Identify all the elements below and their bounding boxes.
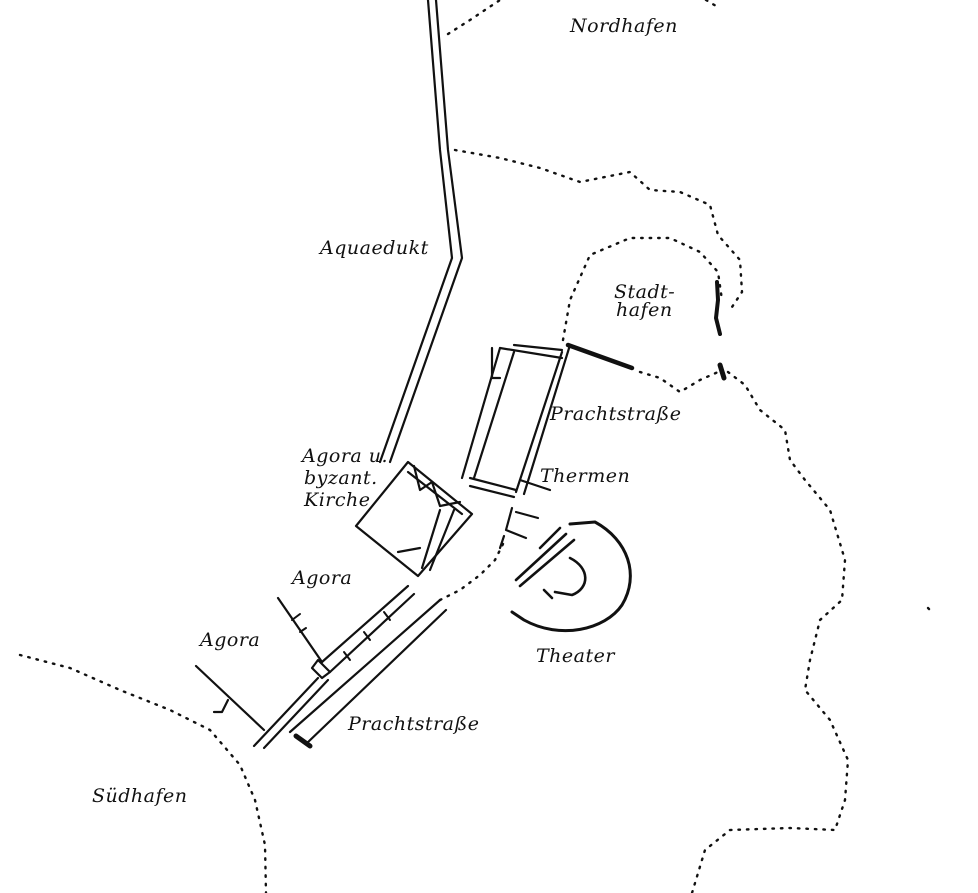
coastline-stadthafen-basin <box>453 148 744 312</box>
labels: Nordhafen Aquaedukt Stadt- hafen Prachts… <box>92 15 681 807</box>
label-stadthafen-1: Stadt- <box>614 281 675 303</box>
prachtstrasse-south-structure <box>252 598 448 750</box>
label-nordhafen: Nordhafen <box>569 15 678 37</box>
agora-church-structure <box>354 460 474 578</box>
aqueduct <box>378 0 464 464</box>
label-agora-kirche-3: Kirche <box>303 489 370 511</box>
harbour-quays <box>565 280 727 381</box>
label-agora-kirche-2: byzant. <box>304 467 378 489</box>
coastline-south-west <box>18 653 268 893</box>
label-theater: Theater <box>536 645 616 667</box>
prachtstrasse-north-structure <box>460 343 572 499</box>
label-agora-southwest: Agora <box>198 629 260 651</box>
coastline-east-fragment <box>926 606 934 614</box>
label-agora-middle: Agora <box>290 567 352 589</box>
coastline-east <box>690 370 850 893</box>
agora-middle-structure <box>276 584 416 680</box>
label-agora-kirche-1: Agora u. <box>300 445 388 467</box>
street-dotted-link <box>438 538 507 602</box>
coastline-stadthafen-inner <box>561 236 724 342</box>
label-stadthafen-2: hafen <box>616 299 673 321</box>
agora-southwest-structure <box>194 664 266 732</box>
label-aquaedukt: Aquaedukt <box>318 237 429 259</box>
coastline-north <box>446 0 502 36</box>
coastlines <box>18 0 934 893</box>
coastline-harbour-mouth <box>638 370 720 394</box>
label-prachtstrasse-south: Prachtstraße <box>347 713 479 735</box>
label-thermen: Thermen <box>540 465 630 487</box>
label-prachtstrasse-north: Prachtstraße <box>549 403 681 425</box>
thermen-structure <box>498 478 552 550</box>
label-suedhafen: Südhafen <box>92 785 188 807</box>
theater-structure <box>510 520 632 633</box>
coastline-north-2 <box>704 0 718 8</box>
